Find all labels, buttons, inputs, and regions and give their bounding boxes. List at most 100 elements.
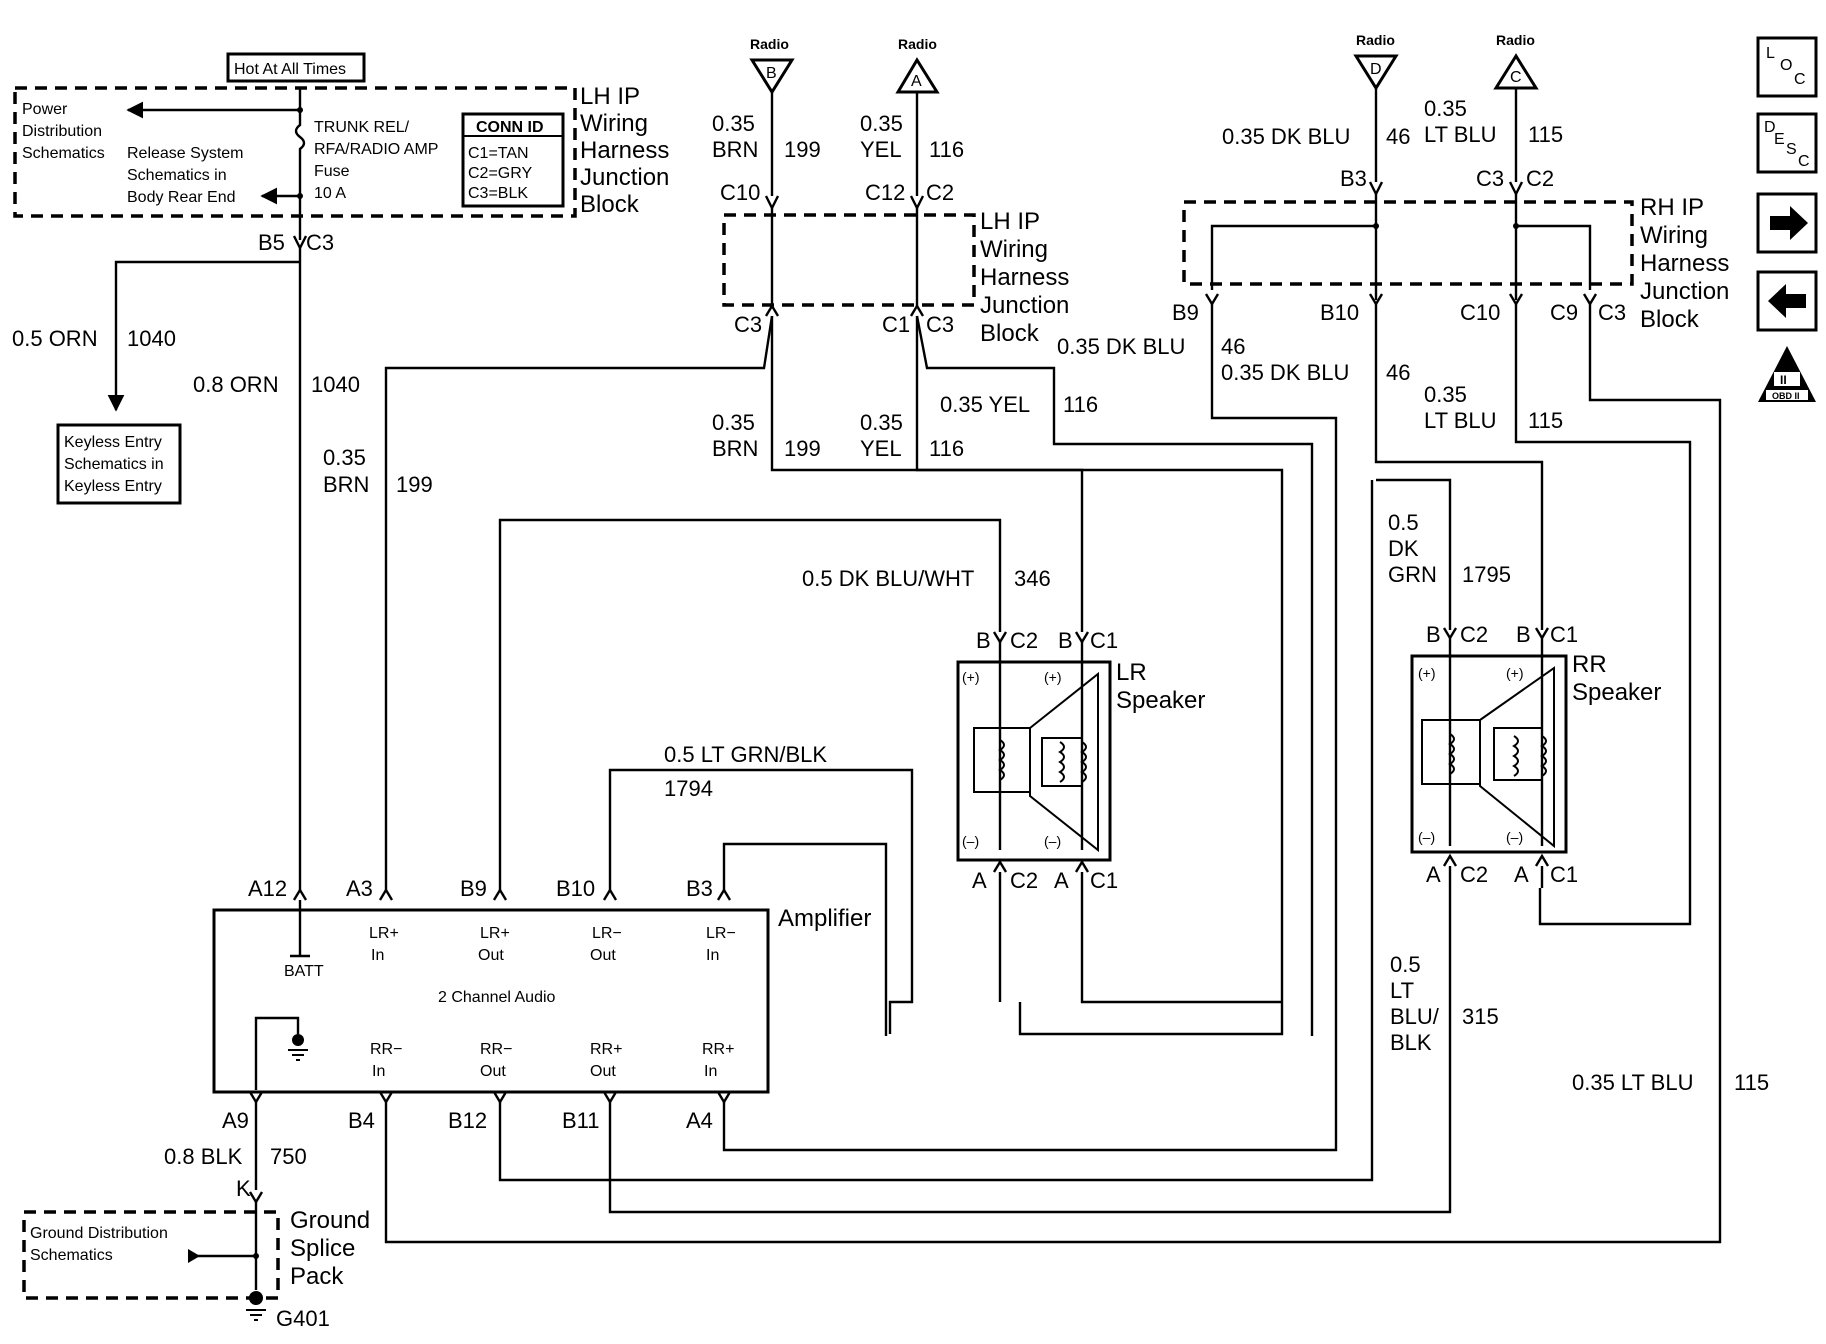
wire-115-label-c: 0.35 LT BLU 115 xyxy=(1572,1070,1769,1095)
rr-speaker-label: RR Speaker xyxy=(1572,651,1661,706)
wire-1795-to-amp-b12 xyxy=(498,480,1374,1182)
svg-text:46: 46 xyxy=(1386,124,1410,149)
svg-text:C: C xyxy=(1798,153,1810,170)
svg-text:C: C xyxy=(1510,69,1522,86)
ground-pin-k: K xyxy=(236,1176,251,1201)
wire-199-label-b: 0.35 BRN 199 xyxy=(712,410,821,461)
svg-text:0.5 ORN: 0.5 ORN xyxy=(12,326,98,351)
lr-pin-a-c1: A xyxy=(1054,868,1069,893)
svg-text:RR−: RR− xyxy=(370,1041,402,1058)
svg-text:Amplifier: Amplifier xyxy=(778,905,871,932)
ground-distribution-label: Ground Distribution Schematics xyxy=(30,1225,168,1264)
svg-text:Radio: Radio xyxy=(898,36,937,52)
radio-connector-c: Radio C xyxy=(1493,32,1539,90)
svg-text:A3: A3 xyxy=(346,876,373,901)
back-arrow-icon[interactable] xyxy=(1756,270,1818,332)
amp-pin-b11: B11 xyxy=(562,1091,618,1133)
lr-pin-b-c1: B xyxy=(1058,628,1073,653)
amp-ground-icon xyxy=(288,1034,308,1061)
lh-jb-c10-symbol xyxy=(764,195,780,211)
svg-text:199: 199 xyxy=(784,137,821,162)
svg-text:0.35 YEL: 0.35 YEL xyxy=(940,392,1030,417)
rr-c1-bottom: C1 xyxy=(1550,862,1578,887)
svg-text:YEL: YEL xyxy=(860,436,902,461)
svg-text:LT BLU: LT BLU xyxy=(1424,408,1497,433)
svg-text:RFA/RADIO AMP: RFA/RADIO AMP xyxy=(314,141,438,158)
svg-text:0.35: 0.35 xyxy=(860,410,903,435)
amp-pin-a3: A3 LR+ In xyxy=(346,876,399,964)
connector-c2-lh: C2 xyxy=(926,180,954,205)
svg-text:0.5 LT GRN/BLK: 0.5 LT GRN/BLK xyxy=(664,742,827,767)
lr-pin-a-c2: A xyxy=(972,868,987,893)
svg-text:L: L xyxy=(1766,45,1775,62)
svg-text:Radio: Radio xyxy=(1356,32,1395,48)
rh-jb-b9-symbol xyxy=(1204,293,1220,307)
svg-text:0.35 DK BLU: 0.35 DK BLU xyxy=(1057,334,1185,359)
svg-text:Schematics: Schematics xyxy=(22,145,105,162)
svg-text:315: 315 xyxy=(1462,1004,1499,1029)
rr-c2-top: C2 xyxy=(1460,622,1488,647)
rh-jb-115-branch xyxy=(1516,224,1592,290)
connector-c12: C12 xyxy=(865,180,905,205)
release-system-label: Release System Schematics in Body Rear E… xyxy=(127,145,244,206)
power-distribution-label: Power Distribution Schematics xyxy=(22,101,105,162)
svg-text:46: 46 xyxy=(1221,334,1245,359)
wire-1794-label: 0.5 LT GRN/BLK 1794 xyxy=(664,742,827,801)
svg-text:Keyless Entry: Keyless Entry xyxy=(64,434,162,451)
svg-text:10 A: 10 A xyxy=(314,185,346,202)
desc-icon[interactable]: D E S C xyxy=(1756,112,1818,174)
loc-icon[interactable]: L O C xyxy=(1756,36,1818,98)
svg-text:C: C xyxy=(1794,71,1806,88)
fuse-label: TRUNK REL/ RFA/RADIO AMP Fuse 10 A xyxy=(314,119,438,202)
svg-text:0.35: 0.35 xyxy=(323,445,366,470)
svg-text:199: 199 xyxy=(396,472,433,497)
wire-46-to-rr-c1 xyxy=(1374,304,1544,630)
hot-at-all-times-box: Hot At All Times xyxy=(226,52,366,83)
svg-text:Ground Distribution: Ground Distribution xyxy=(30,1225,168,1242)
amp-pin-b3: B3 LR− In xyxy=(686,876,736,964)
keyless-entry-box: Keyless Entry Schematics in Keyless Entr… xyxy=(56,423,182,505)
wire-346-b9-to-lr-c2 xyxy=(498,518,1002,890)
svg-text:LH IP: LH IP xyxy=(980,208,1040,235)
svg-text:A4: A4 xyxy=(686,1108,713,1133)
svg-text:(–): (–) xyxy=(1418,829,1435,845)
svg-text:(–): (–) xyxy=(962,833,979,849)
wire-1040-keyless xyxy=(107,260,300,412)
lr-c2-top: C2 xyxy=(1010,628,1038,653)
svg-text:Keyless Entry: Keyless Entry xyxy=(64,478,162,495)
lh-ip-fuse-block-outline xyxy=(13,86,577,218)
svg-text:Wiring: Wiring xyxy=(980,236,1048,263)
svg-text:115: 115 xyxy=(1528,408,1563,433)
wire-115-to-amp-b4 xyxy=(384,304,1722,1244)
svg-text:Speaker: Speaker xyxy=(1116,687,1205,714)
svg-text:Out: Out xyxy=(590,947,616,964)
svg-text:RR: RR xyxy=(1572,651,1607,678)
svg-text:116: 116 xyxy=(929,436,964,461)
svg-text:Speaker: Speaker xyxy=(1572,679,1661,706)
radio-connector-a: Radio A xyxy=(895,36,940,94)
radio-connector-b: Radio B xyxy=(749,36,795,95)
wire-1795-label: 0.5 DK GRN 1795 xyxy=(1388,510,1511,587)
svg-text:115: 115 xyxy=(1734,1070,1769,1095)
amp-pin-a12: A12 BATT xyxy=(248,876,324,980)
svg-text:Release System: Release System xyxy=(127,145,244,162)
svg-text:Radio: Radio xyxy=(1496,32,1535,48)
svg-text:S: S xyxy=(1786,141,1797,158)
svg-text:TRUNK REL/: TRUNK REL/ xyxy=(314,119,410,136)
svg-text:Block: Block xyxy=(980,320,1040,347)
svg-text:Distribution: Distribution xyxy=(22,123,102,140)
obd-ii-icon[interactable]: II OBD II xyxy=(1758,346,1816,402)
amp-pin-b9: B9 LR+ Out xyxy=(460,876,510,964)
svg-text:Fuse: Fuse xyxy=(314,163,350,180)
svg-text:46: 46 xyxy=(1386,360,1410,385)
svg-text:D: D xyxy=(1764,119,1776,136)
svg-text:LR: LR xyxy=(1116,659,1147,686)
ground-k-symbol xyxy=(248,1191,264,1205)
rh-jb-c3-symbol xyxy=(1508,181,1524,197)
ground-g401-label: G401 xyxy=(276,1306,330,1331)
svg-text:0.35: 0.35 xyxy=(860,111,903,136)
svg-text:RR+: RR+ xyxy=(702,1041,734,1058)
forward-arrow-icon[interactable] xyxy=(1756,192,1818,254)
connector-c1-lh: C1 xyxy=(882,312,910,337)
svg-text:Body Rear End: Body Rear End xyxy=(127,189,236,206)
